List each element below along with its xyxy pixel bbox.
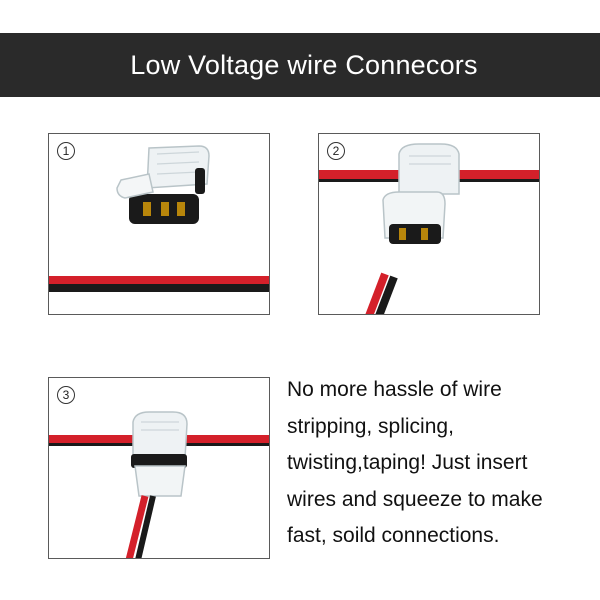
cap-ridges xyxy=(156,151,200,175)
connector-pin xyxy=(143,202,151,216)
step-1-illustration xyxy=(49,145,269,292)
description-line: wires and squeeze to make xyxy=(287,487,543,511)
description-line: fast, soild connections. xyxy=(287,524,500,547)
step-3-illustration xyxy=(49,411,269,558)
step-number-badge: 2 xyxy=(327,142,345,160)
connector-base xyxy=(131,454,187,468)
connector-base xyxy=(389,224,441,244)
connector-latch xyxy=(134,465,186,497)
step-3-panel: 3 xyxy=(48,377,270,559)
connector-cap xyxy=(132,411,188,459)
red-branch-wire xyxy=(125,495,149,558)
banner-title: Low Voltage wire Connecors xyxy=(130,49,478,80)
connector-pin xyxy=(421,228,428,240)
description-text: No more hassle of wire stripping, splici… xyxy=(287,372,587,555)
connector-cap xyxy=(398,143,460,195)
step-number-badge: 3 xyxy=(57,386,75,404)
cap-ridges xyxy=(141,421,179,431)
connector-pin xyxy=(177,202,185,216)
step-number-badge: 1 xyxy=(57,142,75,160)
description-line: twisting,taping! Just insert xyxy=(287,451,528,474)
connector-pin xyxy=(399,228,406,240)
black-branch-wire xyxy=(375,275,398,314)
black-wire xyxy=(49,284,269,292)
red-wire xyxy=(49,276,269,284)
connector-pin xyxy=(161,202,169,216)
step-2-illustration xyxy=(319,143,539,314)
red-branch-wire xyxy=(365,272,389,314)
step-1-panel: 1 xyxy=(48,133,270,315)
description-line: stripping, splicing, xyxy=(287,414,454,438)
step-2-panel: 2 xyxy=(318,133,540,315)
connector-cap xyxy=(146,145,210,189)
title-banner: Low Voltage wire Connecors xyxy=(0,33,600,97)
connector-clip xyxy=(195,168,205,194)
cap-ridges xyxy=(409,155,451,165)
description-line: No more hassle of wire xyxy=(287,378,502,401)
connector-latch xyxy=(116,173,154,199)
black-branch-wire xyxy=(135,495,156,558)
